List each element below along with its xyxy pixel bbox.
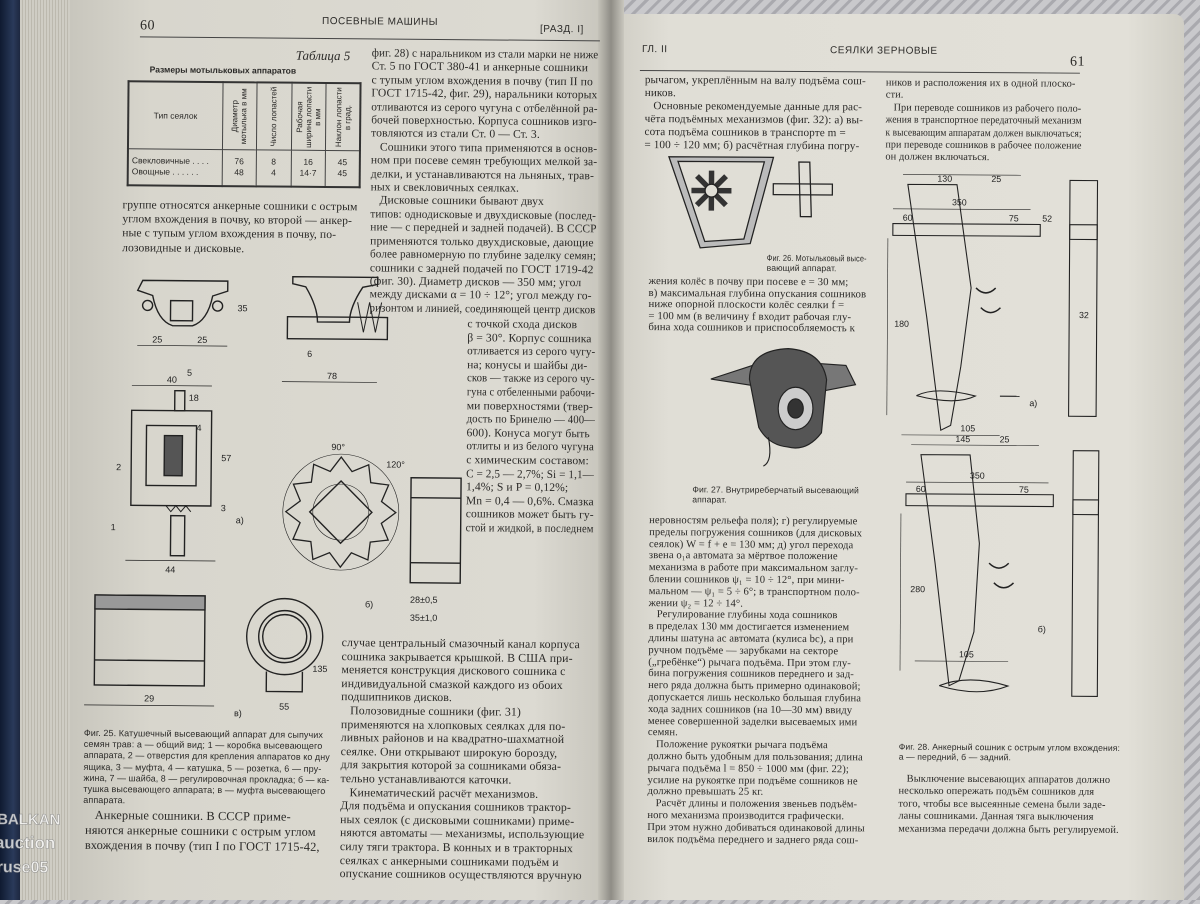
text-line: должно быть удобным для пользования; дли… (648, 751, 863, 764)
text-line: вающий аппарат. (767, 263, 837, 273)
text-line: ников. (645, 87, 676, 100)
text-line: ланы сошниками. Данная тяга выключения (898, 811, 1093, 825)
dimension-label: 52 (1042, 214, 1052, 224)
figure-27-drawing (707, 340, 868, 476)
text-line: аппарат. (692, 494, 726, 504)
text-line: менее совершенной заделки высеваемых ими (648, 716, 857, 729)
header-rule (640, 70, 1080, 74)
text-line: пределы погружения сошников (для дисковы… (649, 527, 862, 540)
text-line: чёта подъёмных механизмов (фиг. 32): а) … (645, 113, 863, 127)
text-line: ручном подъёме — зарубками на секторе (648, 645, 838, 658)
dimension-label: 130 (937, 174, 952, 184)
text-line: ного механизма производится графически. (647, 810, 844, 823)
dimension-label: 280 (910, 584, 925, 594)
text-line: При этом нужно добиваться одинаковой дли… (647, 822, 865, 835)
dimension-label: 350 (952, 197, 967, 207)
text-line: сота подъёма сошников в транспорте m = (644, 126, 845, 140)
text-line: семян. (648, 727, 678, 739)
text-column: ников и расположения их в одной плоско-с… (885, 78, 1103, 166)
dimension-label: а) (1029, 398, 1037, 408)
text-line: он должен включаться. (885, 152, 989, 165)
dimension-label: 60 (903, 213, 913, 223)
text-line: жении ψ₂ = 12 ÷ 14°. (649, 598, 743, 610)
text-line: вилок подъёма переднего и заднего ряда с… (647, 834, 858, 847)
text-column: неровностям рельефа поля); г) регулируем… (647, 515, 866, 847)
text-line: рычагом, укреплённым на валу подъёма сош… (645, 74, 866, 88)
figure-26-drawing (654, 152, 875, 253)
text-line: При переводе сошников из рабочего поло- (886, 102, 1082, 116)
text-line: мальном — ψ₁ = 5 ÷ 6°; в транспортном по… (649, 586, 860, 599)
text-line: сти. (886, 90, 904, 103)
dimension-label: 25 (991, 174, 1001, 184)
text-line: Фиг. 26. Мотыльковый высе- (767, 253, 867, 264)
figure-28-drawing: 130 25 350 60 75 52 180 105 32 а) 145 25 350 60 75 280 1… (878, 169, 1121, 730)
text-line: длины шатуна ac автомата (кулиса bc), а … (648, 633, 853, 646)
text-line: бина хода сошников и приспособляемость к (648, 322, 855, 335)
chapter-label: ГЛ. II (642, 44, 668, 55)
text-line: жения в транспортное передаточный механи… (886, 115, 1082, 129)
text-column: рычагом, укреплённым на валу подъёма сош… (644, 74, 865, 153)
dimension-label: б) (1038, 624, 1046, 634)
page-number: 61 (1070, 55, 1085, 71)
dimension-label: 145 (955, 434, 970, 444)
figure-caption: Фиг. 26. Мотыльковый высе-вающий аппарат… (767, 253, 883, 274)
text-line: к высевающим аппаратам должен выключатьс… (885, 127, 1081, 141)
dimension-label: 25 (1000, 434, 1010, 444)
text-line: рычага подъёма l = 850 ÷ 1000 мм (фиг. 2… (648, 763, 849, 776)
text-line: Положение рукоятки рычага подъёма (648, 739, 828, 752)
text-line: блении сошников ψ₁ = 10 ÷ 12°, при мини- (649, 574, 845, 587)
text-line: неровностям рельефа поля); г) регулируем… (649, 515, 857, 528)
dimension-label: 32 (1079, 310, 1089, 320)
text-line: при переводе сошников в рабочее положени… (885, 140, 1081, 154)
text-line: несколько опережать подъём сошников для (898, 786, 1094, 800)
dimension-label: 60 (916, 484, 926, 494)
text-line: ников и расположения их в одной плоско- (886, 78, 1076, 92)
dimension-label: 350 (970, 471, 985, 481)
text-line: Основные рекомендуемые данные для рас- (645, 100, 862, 114)
dimension-label: 180 (894, 319, 909, 329)
running-title: СЕЯЛКИ ЗЕРНОВЫЕ (830, 45, 938, 57)
text-line: механизма передачи должна быть регулируе… (898, 823, 1119, 837)
text-column: жения колёс в почву при посеве e = 30 мм… (648, 276, 866, 335)
dimension-label: 105 (959, 649, 974, 659)
dimension-label: 75 (1019, 485, 1029, 495)
dimension-label: 75 (1009, 213, 1019, 223)
text-line: должно превышать 25 кг. (647, 786, 763, 799)
text-line: хода задних сошников (на 10—30 мм) ввиду (648, 704, 852, 717)
figure-caption: Фиг. 28. Анкерный сошник с острым углом … (899, 742, 1120, 763)
text-line: допускается лишь несколько большая глуби… (648, 692, 861, 705)
dimension-label: 105 (960, 423, 975, 433)
text-line: = 100 ÷ 120 мм; б) расчётная глубина пог… (644, 139, 859, 153)
text-line: а — передний, б — задний. (899, 752, 1011, 763)
